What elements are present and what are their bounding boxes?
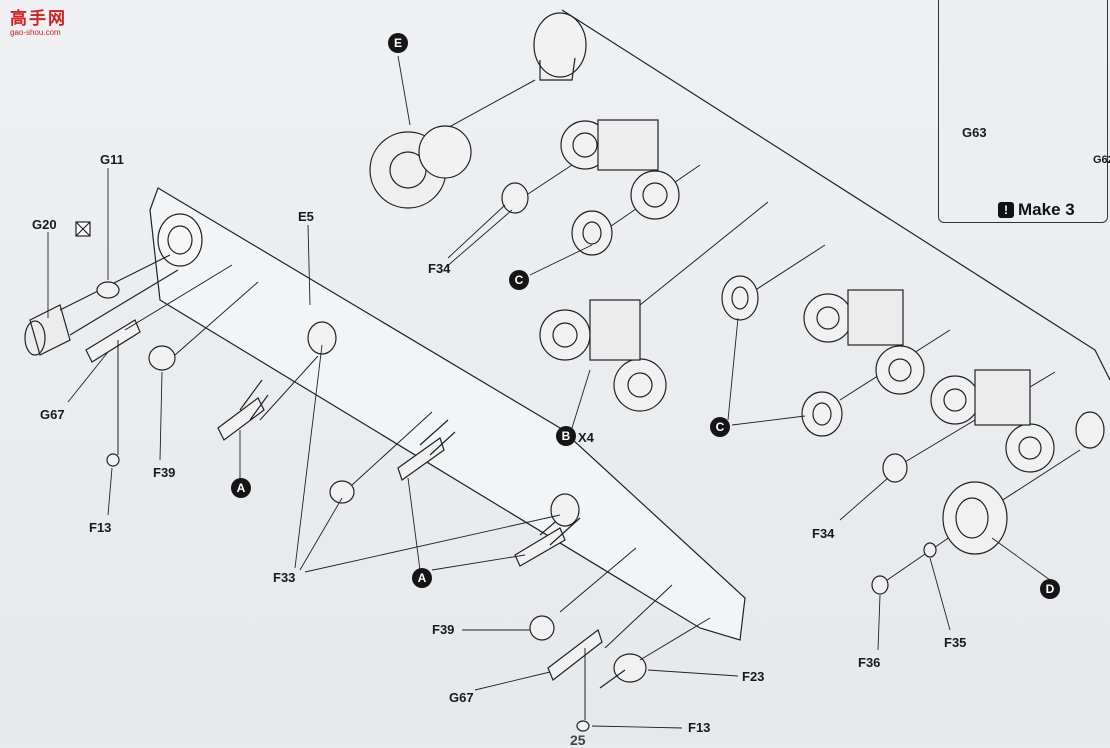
label-g67-bottom: G67 bbox=[449, 690, 474, 705]
label-f34-top: F34 bbox=[428, 261, 451, 276]
logo-url: gao-shou.com bbox=[10, 28, 61, 37]
make-3-text: Make 3 bbox=[1018, 200, 1075, 219]
callout-d: D bbox=[1040, 579, 1060, 599]
part-f34-top bbox=[501, 182, 529, 214]
part-g67-bottom bbox=[547, 629, 603, 681]
suspension-arm-a-center bbox=[397, 437, 445, 481]
label-f13-left: F13 bbox=[89, 520, 112, 535]
label-e5: E5 bbox=[298, 209, 314, 224]
suspension-arm-a-left bbox=[217, 397, 265, 441]
label-b-quantity: X4 bbox=[578, 430, 594, 445]
idler-mount-left bbox=[157, 213, 203, 267]
road-wheel-right-3 bbox=[930, 375, 980, 425]
callout-c-top: C bbox=[509, 270, 529, 290]
part-g67-left bbox=[85, 319, 141, 363]
label-f13-bottom: F13 bbox=[688, 720, 711, 735]
wheel-c-top bbox=[571, 210, 613, 256]
part-f39-left bbox=[148, 345, 176, 371]
callout-a-left: A bbox=[231, 478, 251, 498]
part-f39-bottom bbox=[529, 615, 555, 641]
bogie-b-wheel-2 bbox=[613, 358, 667, 412]
callout-b: B bbox=[556, 426, 576, 446]
label-g20: G20 bbox=[32, 217, 57, 232]
label-f34-right: F34 bbox=[812, 526, 835, 541]
bogie-b-wheel-1 bbox=[539, 309, 591, 361]
part-f13-left bbox=[106, 453, 120, 467]
part-f34-right bbox=[882, 453, 908, 483]
label-f23: F23 bbox=[742, 669, 765, 684]
road-wheel-top-2 bbox=[630, 170, 680, 220]
callout-a-center: A bbox=[412, 568, 432, 588]
hull-side-plate bbox=[149, 187, 746, 641]
part-f35 bbox=[923, 542, 937, 558]
make-3-note: ! Make 3 bbox=[998, 200, 1075, 220]
wheel-c-mid bbox=[721, 275, 759, 321]
road-wheel-right-4 bbox=[1005, 423, 1055, 473]
part-f36 bbox=[871, 575, 889, 595]
logo-text: 高手网 bbox=[10, 9, 67, 29]
suspension-arm-a-bottom bbox=[514, 527, 566, 567]
warning-icon: ! bbox=[998, 202, 1014, 218]
part-f23 bbox=[613, 653, 647, 683]
label-g63: G63 bbox=[962, 125, 987, 140]
label-f35: F35 bbox=[944, 635, 967, 650]
callout-e: E bbox=[388, 33, 408, 53]
label-f36: F36 bbox=[858, 655, 881, 670]
label-f39-bottom: F39 bbox=[432, 622, 455, 637]
part-g20 bbox=[29, 304, 71, 356]
label-f33: F33 bbox=[273, 570, 296, 585]
callout-c-right: C bbox=[710, 417, 730, 437]
road-wheel-right-1 bbox=[803, 293, 853, 343]
make-3-inset bbox=[938, 0, 1108, 223]
label-g11: G11 bbox=[100, 152, 124, 167]
wheel-c-right bbox=[801, 391, 843, 437]
part-f33-1 bbox=[329, 480, 355, 504]
site-logo: 高手网 gao-shou.com bbox=[4, 2, 70, 38]
label-g67-left: G67 bbox=[40, 407, 65, 422]
bogie-b-body bbox=[589, 299, 641, 361]
upper-hull-edge bbox=[561, 9, 1110, 381]
road-wheel-right-2 bbox=[875, 345, 925, 395]
part-f33-3 bbox=[550, 493, 580, 527]
part-f33-2 bbox=[307, 321, 337, 355]
part-f13-bottom bbox=[576, 720, 590, 732]
page-number: 25 bbox=[570, 732, 586, 748]
part-g11 bbox=[96, 281, 120, 299]
idler-right bbox=[1075, 411, 1105, 449]
label-f39-left: F39 bbox=[153, 465, 176, 480]
final-drive-housing bbox=[533, 12, 587, 78]
label-g62: G62 bbox=[1093, 154, 1110, 166]
road-wheel-d bbox=[942, 481, 1008, 555]
